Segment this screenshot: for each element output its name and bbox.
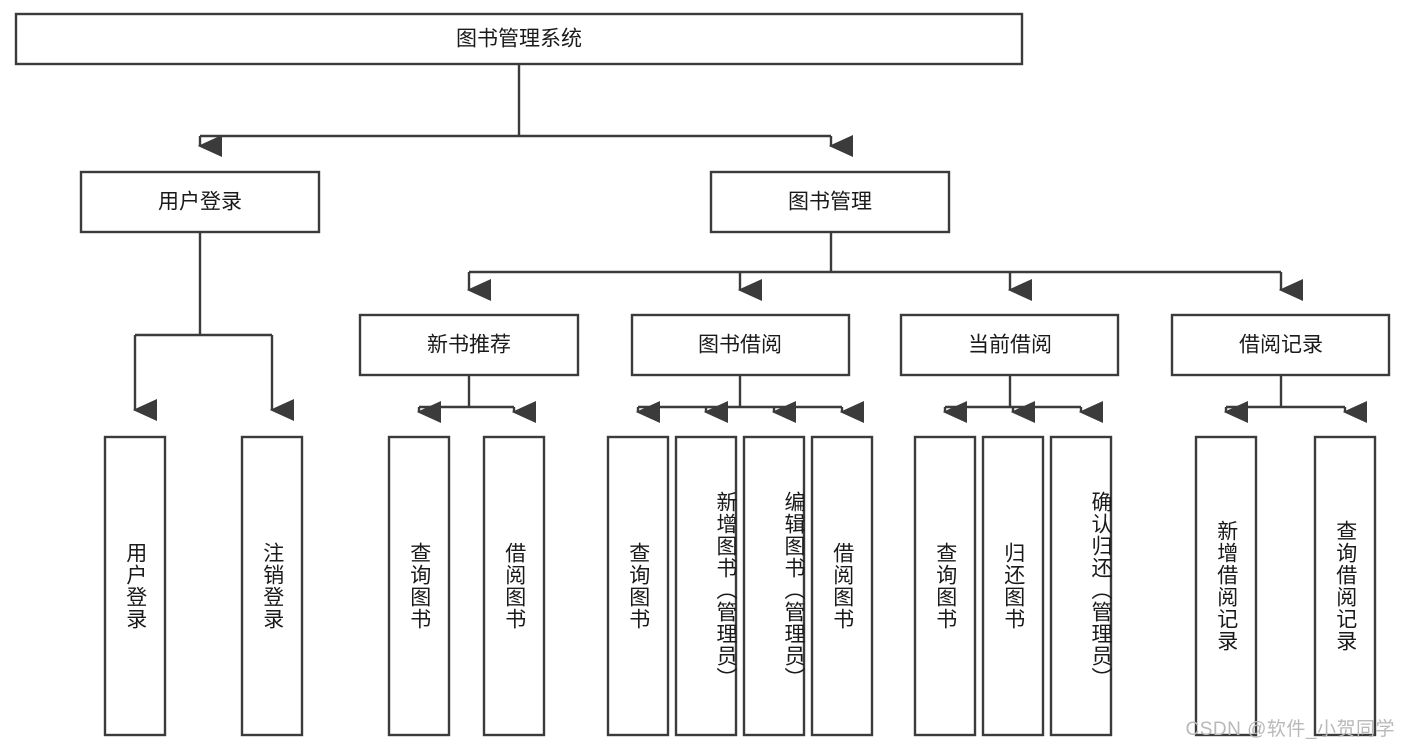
node-book-management[interactable] [709,170,951,234]
node-leaf-query-book-borrowing[interactable] [606,435,670,737]
node-new-book-recommendation[interactable] [358,313,580,377]
node-user-login-label: 用户登录 [158,191,242,214]
node-leaf-borrow-book-borrowing[interactable] [810,435,874,737]
node-book-borrowing-label: 图书借阅 [698,334,782,357]
node-book-borrowing[interactable] [630,313,851,377]
node-current-borrowing[interactable] [899,313,1120,377]
nodes: 图书管理系统 用户登录 图书管理 新书推荐 图书借阅 当前借阅 借阅记录 [14,12,1391,737]
node-leaf-add-borrow-record[interactable] [1194,435,1258,737]
node-leaf-query-borrow-record[interactable] [1313,435,1377,737]
node-book-management-label: 图书管理 [788,191,872,214]
node-leaf-confirm-return-admin[interactable] [1049,435,1113,737]
node-root-book-management-system[interactable] [14,12,1024,66]
node-new-book-recommendation-label: 新书推荐 [427,334,511,357]
node-borrowing-records-label: 借阅记录 [1239,334,1323,357]
node-leaf-return-book[interactable] [981,435,1045,737]
node-leaf-logout[interactable] [240,435,304,737]
csdn-watermark: CSDN @软件_小贺同学 [1185,719,1395,740]
node-leaf-query-book-current[interactable] [913,435,977,737]
node-leaf-edit-book-admin[interactable] [742,435,806,737]
node-root-label: 图书管理系统 [456,28,582,51]
node-borrowing-records[interactable] [1170,313,1391,377]
node-leaf-query-book-recommend[interactable] [387,435,451,737]
connectors [132,64,1367,423]
node-leaf-add-book-admin[interactable] [674,435,738,737]
node-user-login[interactable] [79,170,321,234]
node-leaf-borrow-book-recommend[interactable] [482,435,546,737]
node-current-borrowing-label: 当前借阅 [968,334,1052,357]
node-leaf-user-login[interactable] [103,435,167,737]
